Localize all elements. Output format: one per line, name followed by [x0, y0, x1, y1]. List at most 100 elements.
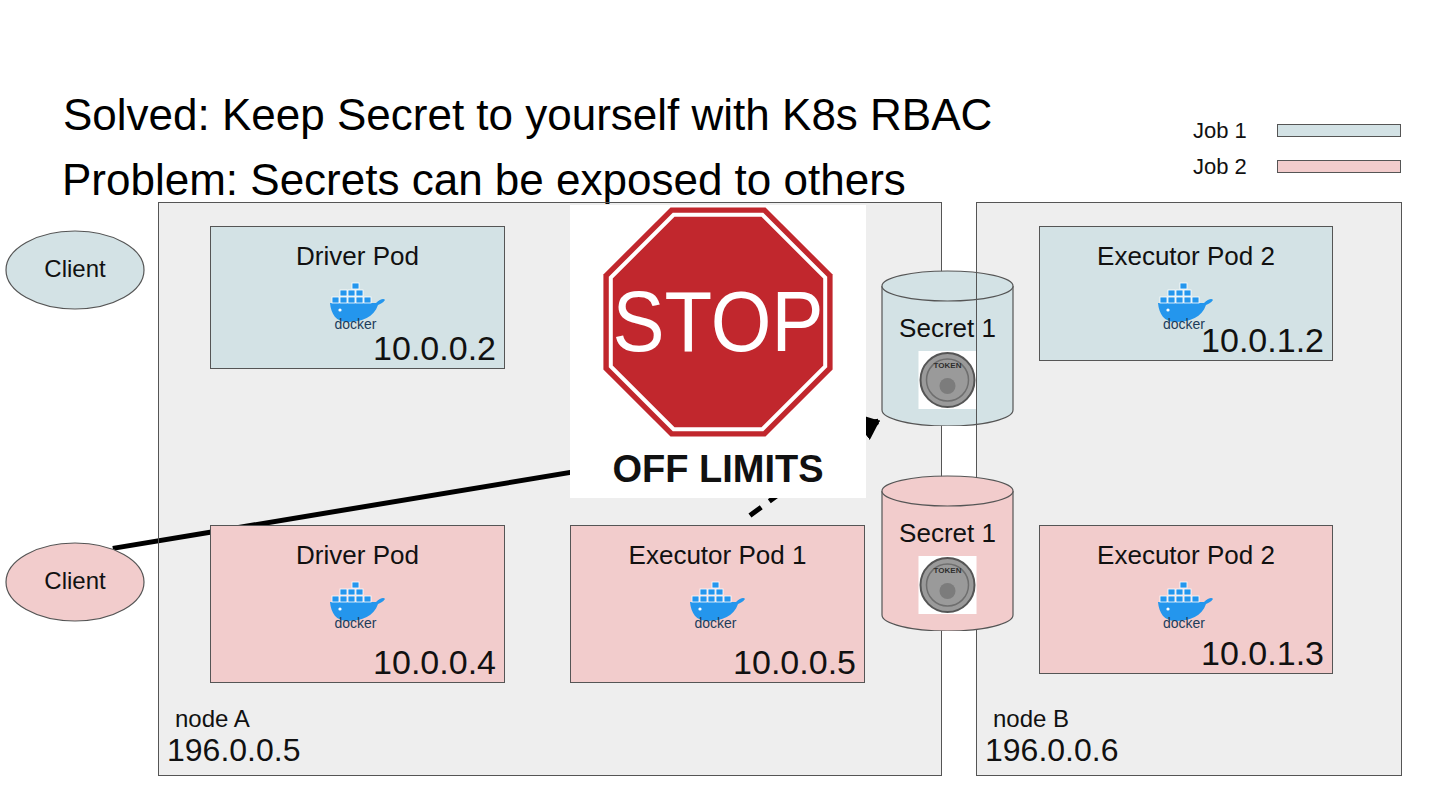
whale-container: [348, 589, 355, 595]
legend-swatch: [1277, 160, 1401, 173]
whale-container: [356, 290, 363, 296]
ellipse-shape: [6, 231, 144, 309]
whale-container: [340, 589, 347, 595]
pod-ip: 10.0.1.2: [1201, 321, 1324, 360]
whale-container: [1160, 297, 1167, 303]
whale-container: [1176, 290, 1183, 296]
cylinder-top: [882, 476, 1013, 506]
whale-container: [332, 596, 339, 602]
whale-container: [1184, 290, 1191, 296]
cylinder-outline: [881, 475, 1014, 631]
whale-container: [356, 297, 363, 303]
whale-container: [1180, 582, 1187, 588]
secret-text: Secret 1: [881, 519, 1014, 549]
pod-title: Driver Pod: [211, 242, 504, 272]
pod-ip: 10.0.1.3: [1201, 634, 1324, 673]
whale-container: [348, 297, 355, 303]
whale-container: [348, 596, 355, 602]
legend-text: Job 1: [1193, 118, 1247, 143]
pod-box: Executor Pod 1 10.0.0.5 docker: [570, 525, 865, 683]
whale-container: [1168, 596, 1175, 602]
subtitle: Problem: Secrets can be exposed to other…: [62, 155, 906, 206]
docker-wordmark: docker: [1154, 316, 1214, 332]
pod-title: Driver Pod: [211, 541, 504, 571]
whale-container: [348, 290, 355, 296]
whale-container: [352, 582, 359, 588]
whale-container: [716, 596, 723, 602]
coin-text: TOKEN: [881, 361, 1014, 370]
whale-container: [1180, 283, 1187, 289]
whale-container: [1176, 297, 1183, 303]
docker-wordmark: docker: [326, 316, 386, 332]
whale-container: [1160, 596, 1167, 602]
pod-box: Executor Pod 2 10.0.1.2docker: [1039, 226, 1333, 361]
cylinder-top: [882, 271, 1013, 301]
host-name: node B: [993, 705, 1069, 733]
whale-container: [340, 297, 347, 303]
stop-text: STOP: [570, 273, 866, 372]
whale-eye: [698, 607, 701, 610]
whale-container: [356, 596, 363, 602]
coin-ground: [919, 351, 977, 409]
cylinder-body: [882, 491, 1013, 631]
whale-container: [1168, 290, 1175, 296]
host-node: node B196.0.0.6Executor Pod 210.0.1.2doc…: [976, 202, 1402, 776]
client-ellipse: Client: [5, 230, 145, 310]
whale-container: [356, 589, 363, 595]
whale-container: [332, 297, 339, 303]
whale-container: [1192, 596, 1199, 602]
whale-container: [1192, 297, 1199, 303]
host-name: node A: [175, 705, 250, 733]
whale-container: [1168, 589, 1175, 595]
whale-eye: [1166, 607, 1169, 610]
whale-eye: [338, 308, 341, 311]
whale-eye: [1166, 308, 1169, 311]
whale-container: [352, 283, 359, 289]
pod-title: Executor Pod 2: [1040, 242, 1332, 272]
cylinder-body: [882, 286, 1013, 426]
pod-ip: 10.0.0.2: [373, 329, 496, 368]
whale-container: [364, 297, 371, 303]
cylinder-outline: [881, 270, 1014, 426]
whale-container: [340, 596, 347, 602]
coin-text: TOKEN: [881, 566, 1014, 575]
whale-container: [1176, 589, 1183, 595]
legend-text: Job 2: [1193, 154, 1247, 179]
pod-box: Driver Pod 10.0.0.4 docker: [210, 525, 505, 683]
title: Solved: Keep Secret to yourself with K8s…: [63, 90, 992, 141]
whale-container: [1176, 596, 1183, 602]
client-text: Client: [5, 255, 145, 283]
pod-title: Executor Pod 2: [1040, 541, 1332, 571]
whale-container: [340, 290, 347, 296]
whale-container: [716, 589, 723, 595]
whale-container: [708, 596, 715, 602]
coin-emblem: [940, 583, 956, 599]
coin-ground: [919, 556, 977, 614]
secret-cylinder: Secret 1 TOKEN: [881, 270, 1014, 426]
whale-container: [724, 596, 731, 602]
whale-container: [1184, 589, 1191, 595]
pod-title: Executor Pod 1: [571, 541, 864, 571]
pod-ip: 10.0.0.4: [373, 643, 496, 682]
whale-eye: [338, 607, 341, 610]
docker-wordmark: docker: [1154, 615, 1214, 631]
whale-container: [700, 596, 707, 602]
whale-container: [712, 582, 719, 588]
client-text: Client: [5, 567, 145, 595]
whale-container: [692, 596, 699, 602]
whale-container: [700, 589, 707, 595]
pod-box: Executor Pod 2 10.0.1.3 docker: [1039, 525, 1333, 674]
whale-container: [364, 596, 371, 602]
whale-container: [1184, 297, 1191, 303]
secret-text: Secret 1: [881, 314, 1014, 344]
pod-ip: 10.0.0.5: [733, 643, 856, 682]
docker-wordmark: docker: [686, 615, 746, 631]
whale-container: [708, 589, 715, 595]
whale-container: [1168, 297, 1175, 303]
pod-box: Driver Pod 10.0.0.2docker: [210, 226, 505, 369]
host-ip: 196.0.0.6: [985, 732, 1118, 769]
coin-emblem: [940, 378, 956, 394]
secret-cylinder: Secret 1 TOKEN: [881, 475, 1014, 631]
docker-wordmark: docker: [326, 615, 386, 631]
